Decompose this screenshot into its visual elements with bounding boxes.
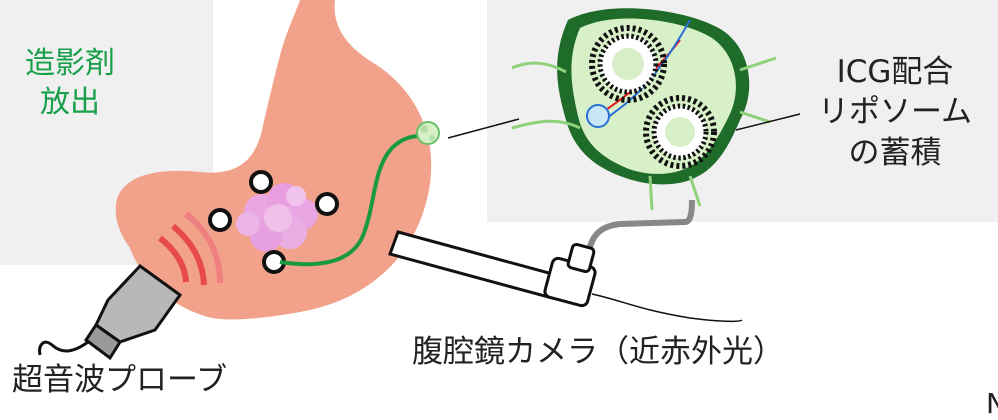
icg-label-line2: リポソーム [800, 92, 990, 132]
probe-cable [40, 342, 88, 355]
pointer-line-node [448, 119, 519, 138]
laparoscope-camera-illustration [390, 200, 742, 321]
cut-off-letter: N [986, 388, 998, 420]
red-heading-fragment: ） [0, 0, 12, 17]
marker-circle-left [210, 210, 230, 230]
lymph-node-small [417, 122, 439, 144]
icg-label-line1: ICG配合 [800, 52, 990, 92]
liposome-bottom [646, 98, 714, 166]
lymph-node-inset-illustration [512, 8, 776, 210]
contrast-label-line2: 放出 [0, 83, 140, 122]
marker-circle-right [317, 194, 337, 214]
icg-liposome-label: ICG配合 リポソーム の蓄積 [800, 52, 990, 173]
scope-cable-black [592, 294, 742, 321]
contrast-release-label: 造影剤 放出 [0, 44, 140, 122]
laparoscope-label: 腹腔鏡カメラ（近赤外光） [412, 335, 784, 371]
ultrasound-probe-label: 超音波プローブ [12, 363, 227, 399]
contrast-label-line1: 造影剤 [0, 44, 140, 83]
icg-label-line3: の蓄積 [800, 133, 990, 173]
scope-cable-gray [588, 200, 692, 258]
pointer-line-icg [736, 114, 800, 130]
scope-shaft [390, 232, 560, 298]
marker-circle-top [251, 172, 271, 192]
